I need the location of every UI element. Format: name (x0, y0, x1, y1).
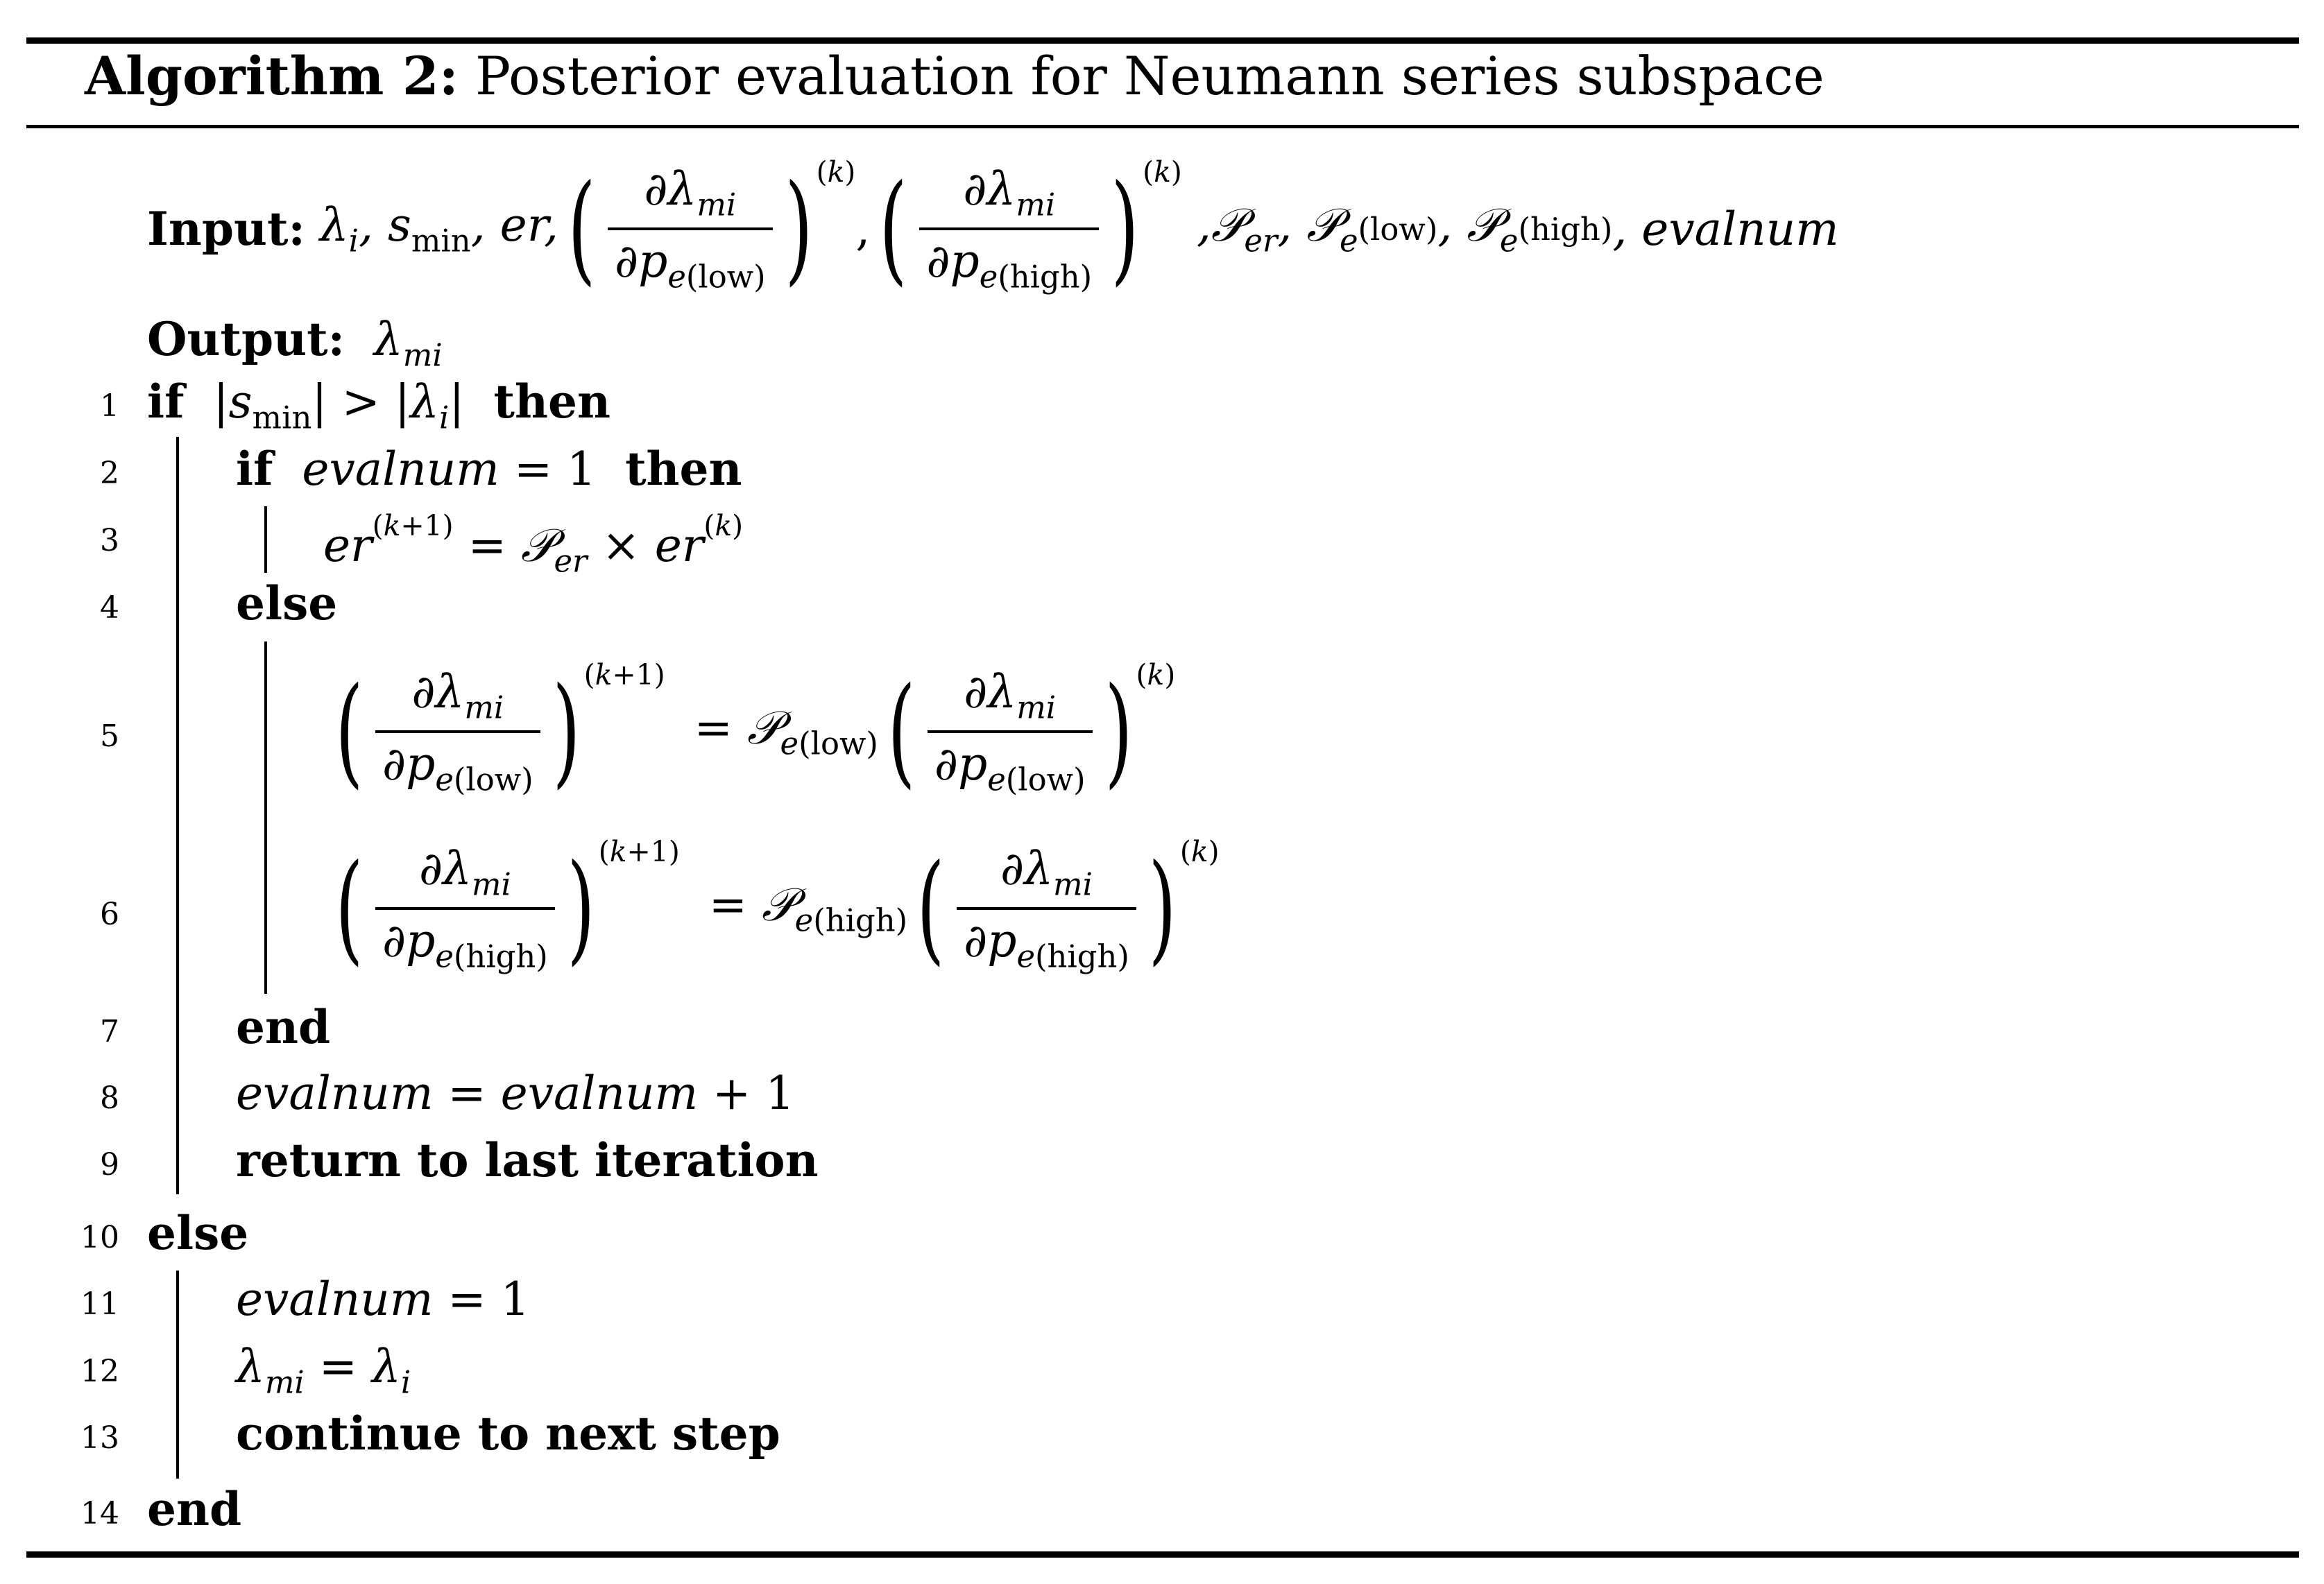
algorithm-label: Algorithm 2: (85, 45, 459, 107)
else-keyword: else (147, 1206, 249, 1260)
line-2: if evalnum = 1 then (236, 442, 742, 496)
line-number: 5 (100, 718, 119, 754)
line-number: 14 (80, 1496, 119, 1531)
line-number: 13 (80, 1420, 119, 1456)
input-line: Input: λi, smin, er, (∂λmi∂pe(low))(k) ,… (147, 155, 1839, 298)
outer-else-block-bar (176, 1271, 179, 1479)
input-label: Input: (147, 202, 305, 256)
line-3: er(k+1) = 𝒫er × er(k) (323, 509, 744, 580)
line-number: 11 (80, 1286, 119, 1322)
line-12: λmi = λi (236, 1340, 411, 1401)
line-10: else (147, 1206, 248, 1260)
line-number: 1 (100, 388, 119, 424)
line-1: if |smin| > |λi| then (147, 375, 610, 436)
line-number: 6 (100, 897, 119, 932)
algorithm-name: Posterior evaluation for Neumann series … (475, 45, 1825, 107)
top-rule (26, 37, 2299, 44)
line-number: 3 (100, 523, 119, 558)
return-statement: return to last iteration (236, 1133, 819, 1187)
then-keyword: then (625, 442, 742, 496)
line-6: (∂λmi∂pe(high))(k+1) = 𝒫e(high) (∂λmi∂pe… (335, 835, 1220, 978)
line-number: 8 (100, 1081, 119, 1116)
bottom-rule (26, 1551, 2299, 1558)
line-number: 12 (80, 1354, 119, 1389)
line-number: 10 (80, 1220, 119, 1255)
line-14: end (147, 1482, 241, 1536)
line-4: else (236, 576, 337, 630)
output-label: Output: (147, 312, 345, 366)
else-block-bar (264, 642, 267, 994)
then-keyword: then (493, 375, 610, 429)
line-5: (∂λmi∂pe(low))(k+1) = 𝒫e(low) (∂λmi∂pe(l… (335, 658, 1176, 801)
then-block-bar (264, 506, 267, 573)
end-keyword: end (147, 1482, 242, 1536)
else-keyword: else (236, 576, 338, 630)
line-number: 2 (100, 456, 119, 491)
title-rule (26, 125, 2299, 128)
line-11: evalnum = 1 (236, 1273, 530, 1326)
line-9: return to last iteration (236, 1133, 819, 1187)
if-keyword: if (147, 375, 185, 429)
algorithm-title: Algorithm 2: Posterior evaluation for Ne… (85, 42, 1825, 111)
line-number: 9 (100, 1147, 119, 1182)
line-number: 4 (100, 590, 119, 626)
line-7: end (236, 1000, 330, 1054)
continue-statement: continue to next step (236, 1406, 780, 1461)
line-number: 7 (100, 1014, 119, 1049)
end-keyword: end (236, 1000, 331, 1054)
line-13: continue to next step (236, 1406, 780, 1461)
output-line: Output: λmi (147, 312, 443, 374)
line-8: evalnum = evalnum + 1 (236, 1067, 795, 1120)
if-keyword: if (236, 442, 273, 496)
if-block-bar (176, 437, 179, 1194)
